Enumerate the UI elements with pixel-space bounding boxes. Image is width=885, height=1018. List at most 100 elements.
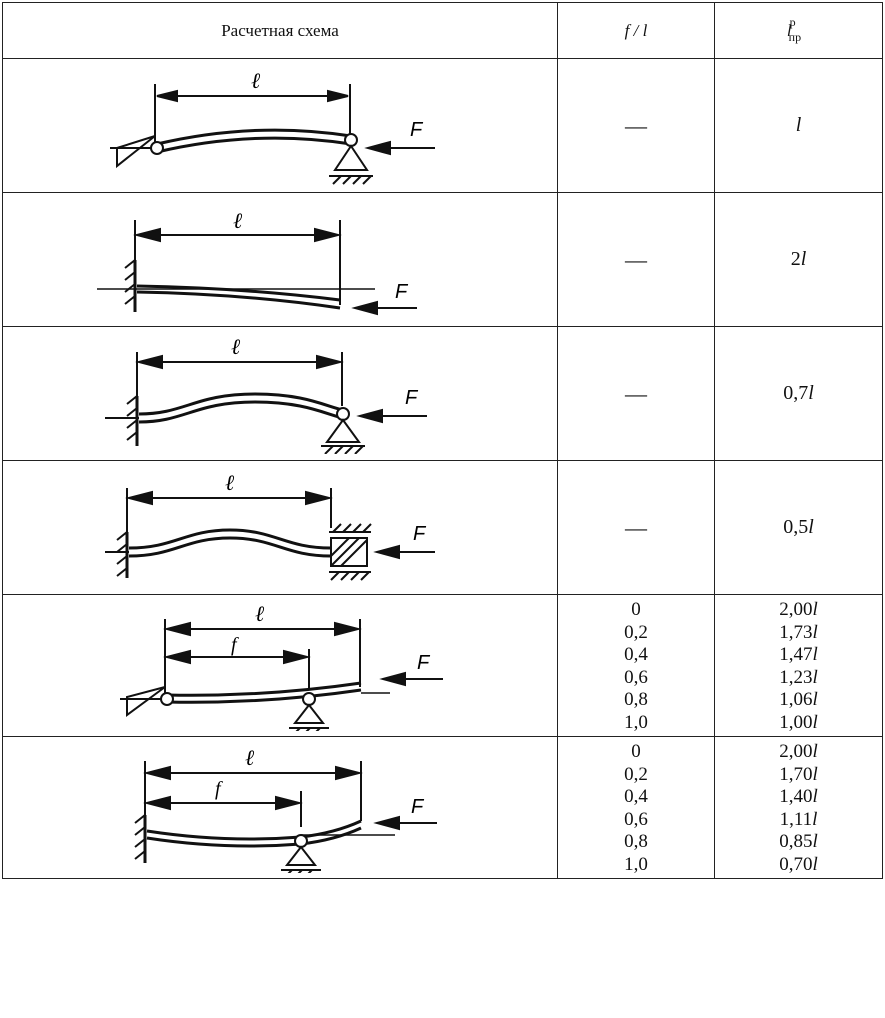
length-coef: 1,70 [779,763,813,785]
length-var: l [812,689,818,711]
table-row: ℓ F — l [2,58,883,193]
ratio-list-cell: 0 0,2 0,4 0,6 0,8 1,0 [557,594,715,737]
length-coef: 1,47 [779,644,813,666]
length-value: 1,11l [715,809,882,832]
length-cell: 0,7l [714,326,883,461]
length-value: 1,73l [715,622,882,645]
length-cell: l [714,58,883,193]
span-label: ℓ [225,470,235,495]
offset-label: f [231,634,239,656]
length-list-cell: 2,00l 1,73l 1,47l 1,23l 1,06l 1,00l [714,594,883,737]
length-var: l [812,741,818,762]
force-label: F [413,523,427,545]
length-coef: 2,00 [779,741,813,762]
length-cell: 2l [714,192,883,327]
length-var: l [812,599,818,620]
table-row: ℓ f F 0 0,2 0,4 0,6 0,8 1,0 2,00l 1,70l … [2,736,883,879]
ratio-value: 0,2 [624,763,648,785]
span-label: ℓ [255,601,265,626]
ratio-value: — [625,112,647,138]
offset-label: f [215,778,223,800]
header-effective-length: lрпр [714,2,883,59]
pinned-overhang-diagram: ℓ f F [120,601,443,731]
length-value: 1,06l [715,689,882,712]
span-label: ℓ [231,334,241,359]
ratio-value: — [625,514,647,540]
ratio-value: — [625,380,647,406]
span-label: ℓ [233,208,243,233]
length-var: l [812,786,818,808]
ratio-value: 0,2 [624,621,648,643]
length-cell: 0,5l [714,460,883,595]
length-coef: 1,23 [779,666,813,688]
ratio-value: 0 [631,599,641,620]
length-var: l [808,516,814,538]
length-value: 1,23l [715,667,882,690]
ratio-cell: — [557,192,715,327]
scheme-diagram-5: ℓ f F [2,594,558,737]
length-value: 2,00l [715,741,882,764]
length-coef: 0,70 [779,853,813,875]
pinned-pinned-diagram: ℓ F [110,68,435,185]
length-var: l [812,831,818,853]
ratio-value: 0,6 [624,666,648,688]
ratio-list-cell: 0 0,2 0,4 0,6 0,8 1,0 [557,736,715,879]
length-value: 1,70l [715,764,882,787]
table-row: ℓ F — 0,5l [2,460,883,595]
force-label: F [395,281,409,303]
table-row: ℓ F — 2l [2,192,883,327]
length-var: l [812,621,818,643]
length-coef: 1,40 [779,786,813,808]
length-coef: 2 [790,248,801,270]
header-ratio: f / l [557,2,715,59]
cantilever-diagram: ℓ F [97,208,417,315]
ratio-cell: — [557,460,715,595]
force-label: F [410,119,424,141]
scheme-diagram-1: ℓ F [2,58,558,193]
ratio-value: 0,6 [624,808,648,830]
length-coef: 0,7 [783,382,809,404]
span-label: ℓ [251,68,261,93]
length-value: 1,00l [715,712,882,735]
length-var: l [808,382,814,404]
length-coef: 1,00 [779,711,813,733]
length-value: 2,00l [715,599,882,622]
length-var: l [812,644,818,666]
header-length-var: l [786,20,792,40]
ratio-value: 0,8 [624,689,648,711]
length-var: l [812,853,818,875]
ratio-value: 0,8 [624,831,648,853]
table-header-row: Расчетная схема f / l lрпр [2,2,883,59]
length-var: l [812,666,818,688]
length-coef: 1,11 [779,808,813,830]
ratio-cell: — [557,326,715,461]
length-list-cell: 2,00l 1,70l 1,40l 1,11l 0,85l 0,70l [714,736,883,879]
length-coef: 0,5 [783,516,809,538]
length-var: l [812,808,818,830]
span-label: ℓ [245,745,255,770]
buckling-length-table: Расчетная схема f / l lрпр [2,2,883,879]
length-value: 1,40l [715,786,882,809]
header-length-sup: р [789,14,796,29]
length-value: 1,47l [715,644,882,667]
fixed-pinned-diagram: ℓ F [105,334,427,454]
length-coef: 0,85 [779,831,813,853]
fixed-fixed-diagram: ℓ F [105,470,435,581]
ratio-cell: — [557,58,715,193]
ratio-value: 0 [631,741,641,762]
force-label: F [411,796,425,818]
ratio-value: 0,4 [624,786,648,808]
length-coef: 2,00 [779,599,813,620]
scheme-diagram-3: ℓ F [2,326,558,461]
length-value: 0,70l [715,854,882,877]
table-row: ℓ f F 0 0,2 0,4 0,6 0,8 1,0 2,00l 1,73l … [2,594,883,737]
header-length-sub: пр [788,29,802,44]
ratio-value: 0,4 [624,644,648,666]
force-label: F [417,652,431,674]
ratio-value: — [625,246,647,272]
scheme-diagram-6: ℓ f F [2,736,558,879]
length-var: l [812,763,818,785]
scheme-diagram-4: ℓ F [2,460,558,595]
length-var: l [812,711,818,733]
table-row: ℓ F — 0,7l [2,326,883,461]
